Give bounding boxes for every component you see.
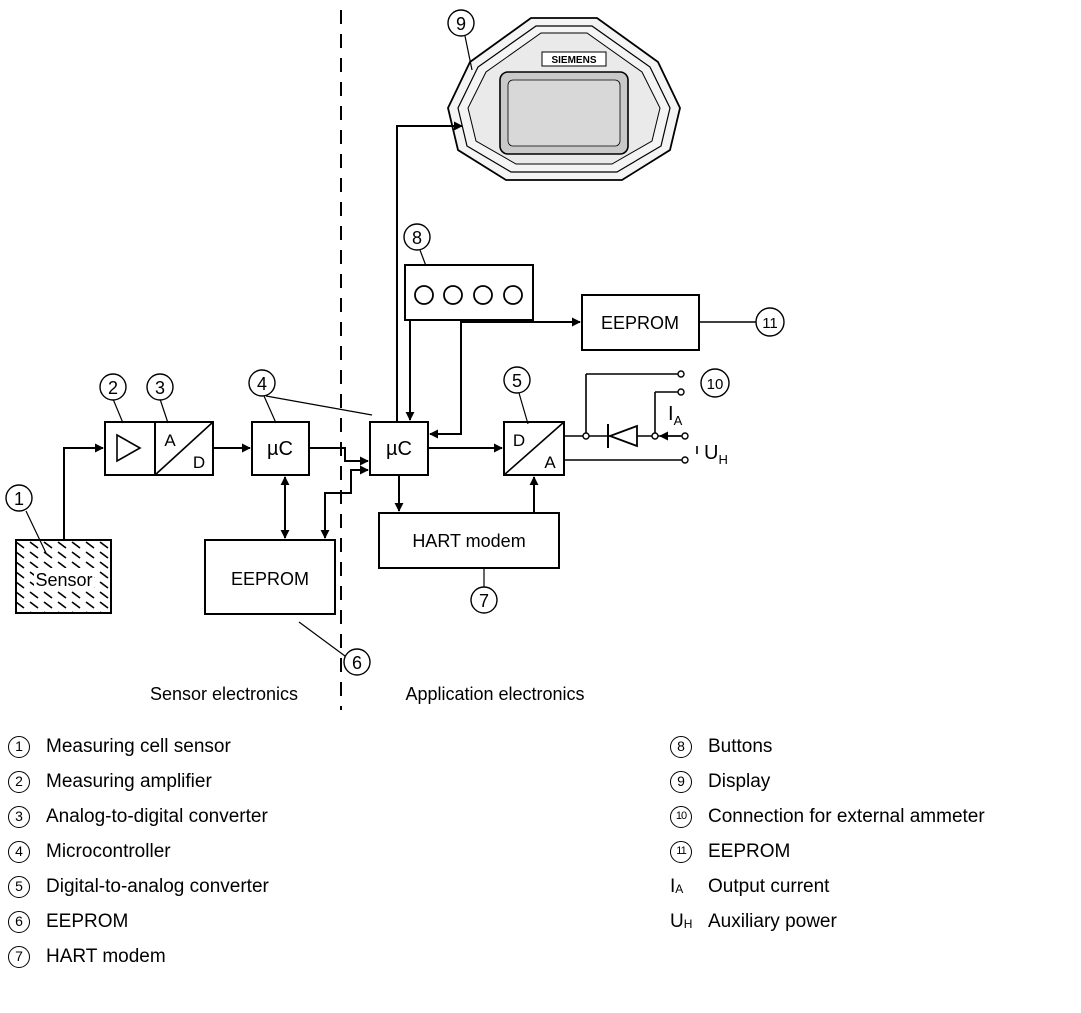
callout-leaders: [25, 35, 529, 657]
legend-marker: 10: [670, 806, 692, 828]
dac-block: D A: [503, 421, 565, 476]
legend-item: 4 Microcontroller: [8, 837, 171, 867]
hart-modem-block: HART modem: [378, 512, 560, 569]
terminal-labels: IA UH: [668, 403, 728, 467]
block-diagram: Sensor A D µC EEPROM µC D A HART modem: [5, 9, 785, 710]
eeprom-app-block: EEPROM: [581, 294, 700, 351]
voltage-label: UH: [704, 442, 728, 467]
callout-1: 1: [14, 489, 24, 509]
region-label-sensor: Sensor electronics: [150, 684, 298, 704]
legend-item: 9 Display: [670, 767, 770, 797]
legend-item: 10 Connection for external ammeter: [670, 802, 985, 832]
callout-8: 8: [412, 228, 422, 248]
terminals: [582, 370, 689, 464]
callout-2: 2: [108, 378, 118, 398]
uc-app-block: µC: [369, 421, 429, 476]
legend-text: Microcontroller: [46, 841, 171, 862]
legend-marker: 7: [8, 946, 30, 968]
legend-marker: 1: [8, 736, 30, 758]
sensor-block: Sensor: [15, 539, 112, 614]
legend-text: Digital-to-analog converter: [46, 876, 269, 897]
display-block: SIEMENS: [447, 17, 681, 181]
uc-sensor-label: µC: [267, 438, 293, 460]
legend-marker: 3: [8, 806, 30, 828]
legend-symbol: IA: [670, 876, 684, 897]
amplifier-block: [104, 421, 156, 476]
current-label: IA: [668, 403, 683, 428]
callout-11: 11: [762, 315, 778, 332]
callout-7: 7: [479, 591, 489, 611]
callout-3: 3: [155, 378, 165, 398]
legend-item: 8 Buttons: [670, 732, 772, 762]
callout-4: 4: [257, 374, 267, 394]
legend-item: 6 EEPROM: [8, 907, 128, 937]
legend-text: Buttons: [708, 736, 773, 757]
legend-text: Analog-to-digital converter: [46, 806, 268, 827]
dac-label-top: D: [513, 431, 525, 450]
region-label-application: Application electronics: [405, 684, 584, 704]
display-brand: SIEMENS: [551, 55, 596, 66]
legend-text: Display: [708, 771, 771, 792]
buttons-block: [404, 264, 534, 321]
callout-6: 6: [352, 653, 362, 673]
legend-item: 11 EEPROM: [670, 837, 790, 867]
legend-item: IA Output current: [670, 872, 829, 902]
signal-lines: [63, 121, 756, 540]
callout-circles: 1 2 3 4 5 6 7 8 9 10 11: [5, 9, 785, 676]
eeprom-app-label: EEPROM: [601, 313, 679, 333]
callout-10: 10: [707, 376, 724, 393]
legend-text: Output current: [708, 876, 830, 897]
eeprom-sensor-block: EEPROM: [204, 539, 336, 615]
legend-marker: 6: [8, 911, 30, 933]
legend-symbol: UH: [670, 911, 693, 932]
legend-item: 1 Measuring cell sensor: [8, 732, 231, 762]
adc-block: A D: [154, 421, 214, 476]
legend-text: Measuring cell sensor: [46, 736, 231, 757]
legend-marker: 11: [670, 841, 692, 863]
uc-sensor-block: µC: [251, 421, 310, 476]
sensor-label: Sensor: [35, 570, 92, 590]
legend-marker: 4: [8, 841, 30, 863]
legend-marker: 9: [670, 771, 692, 793]
callout-5: 5: [512, 371, 522, 391]
adc-label-top: A: [164, 431, 176, 450]
legend-marker: 2: [8, 771, 30, 793]
eeprom-sensor-label: EEPROM: [231, 569, 309, 589]
legend-text: Connection for external ammeter: [708, 806, 985, 827]
legend-text: Auxiliary power: [708, 911, 837, 932]
hart-modem-label: HART modem: [412, 531, 525, 551]
legend-text: Measuring amplifier: [46, 771, 212, 792]
callout-9: 9: [456, 14, 466, 34]
legend-text: EEPROM: [46, 911, 129, 932]
legend-marker: 5: [8, 876, 30, 898]
legend-item: 7 HART modem: [8, 942, 166, 972]
legend-item: UH Auxiliary power: [670, 907, 837, 937]
legend-marker: 8: [670, 736, 692, 758]
legend-text: EEPROM: [708, 841, 791, 862]
uc-app-label: µC: [386, 438, 412, 460]
legend-item: 2 Measuring amplifier: [8, 767, 212, 797]
legend-text: HART modem: [46, 946, 166, 967]
legend-item: 3 Analog-to-digital converter: [8, 802, 268, 832]
dac-label-bottom: A: [544, 453, 556, 472]
adc-label-bottom: D: [193, 453, 205, 472]
legend-item: 5 Digital-to-analog converter: [8, 872, 269, 902]
